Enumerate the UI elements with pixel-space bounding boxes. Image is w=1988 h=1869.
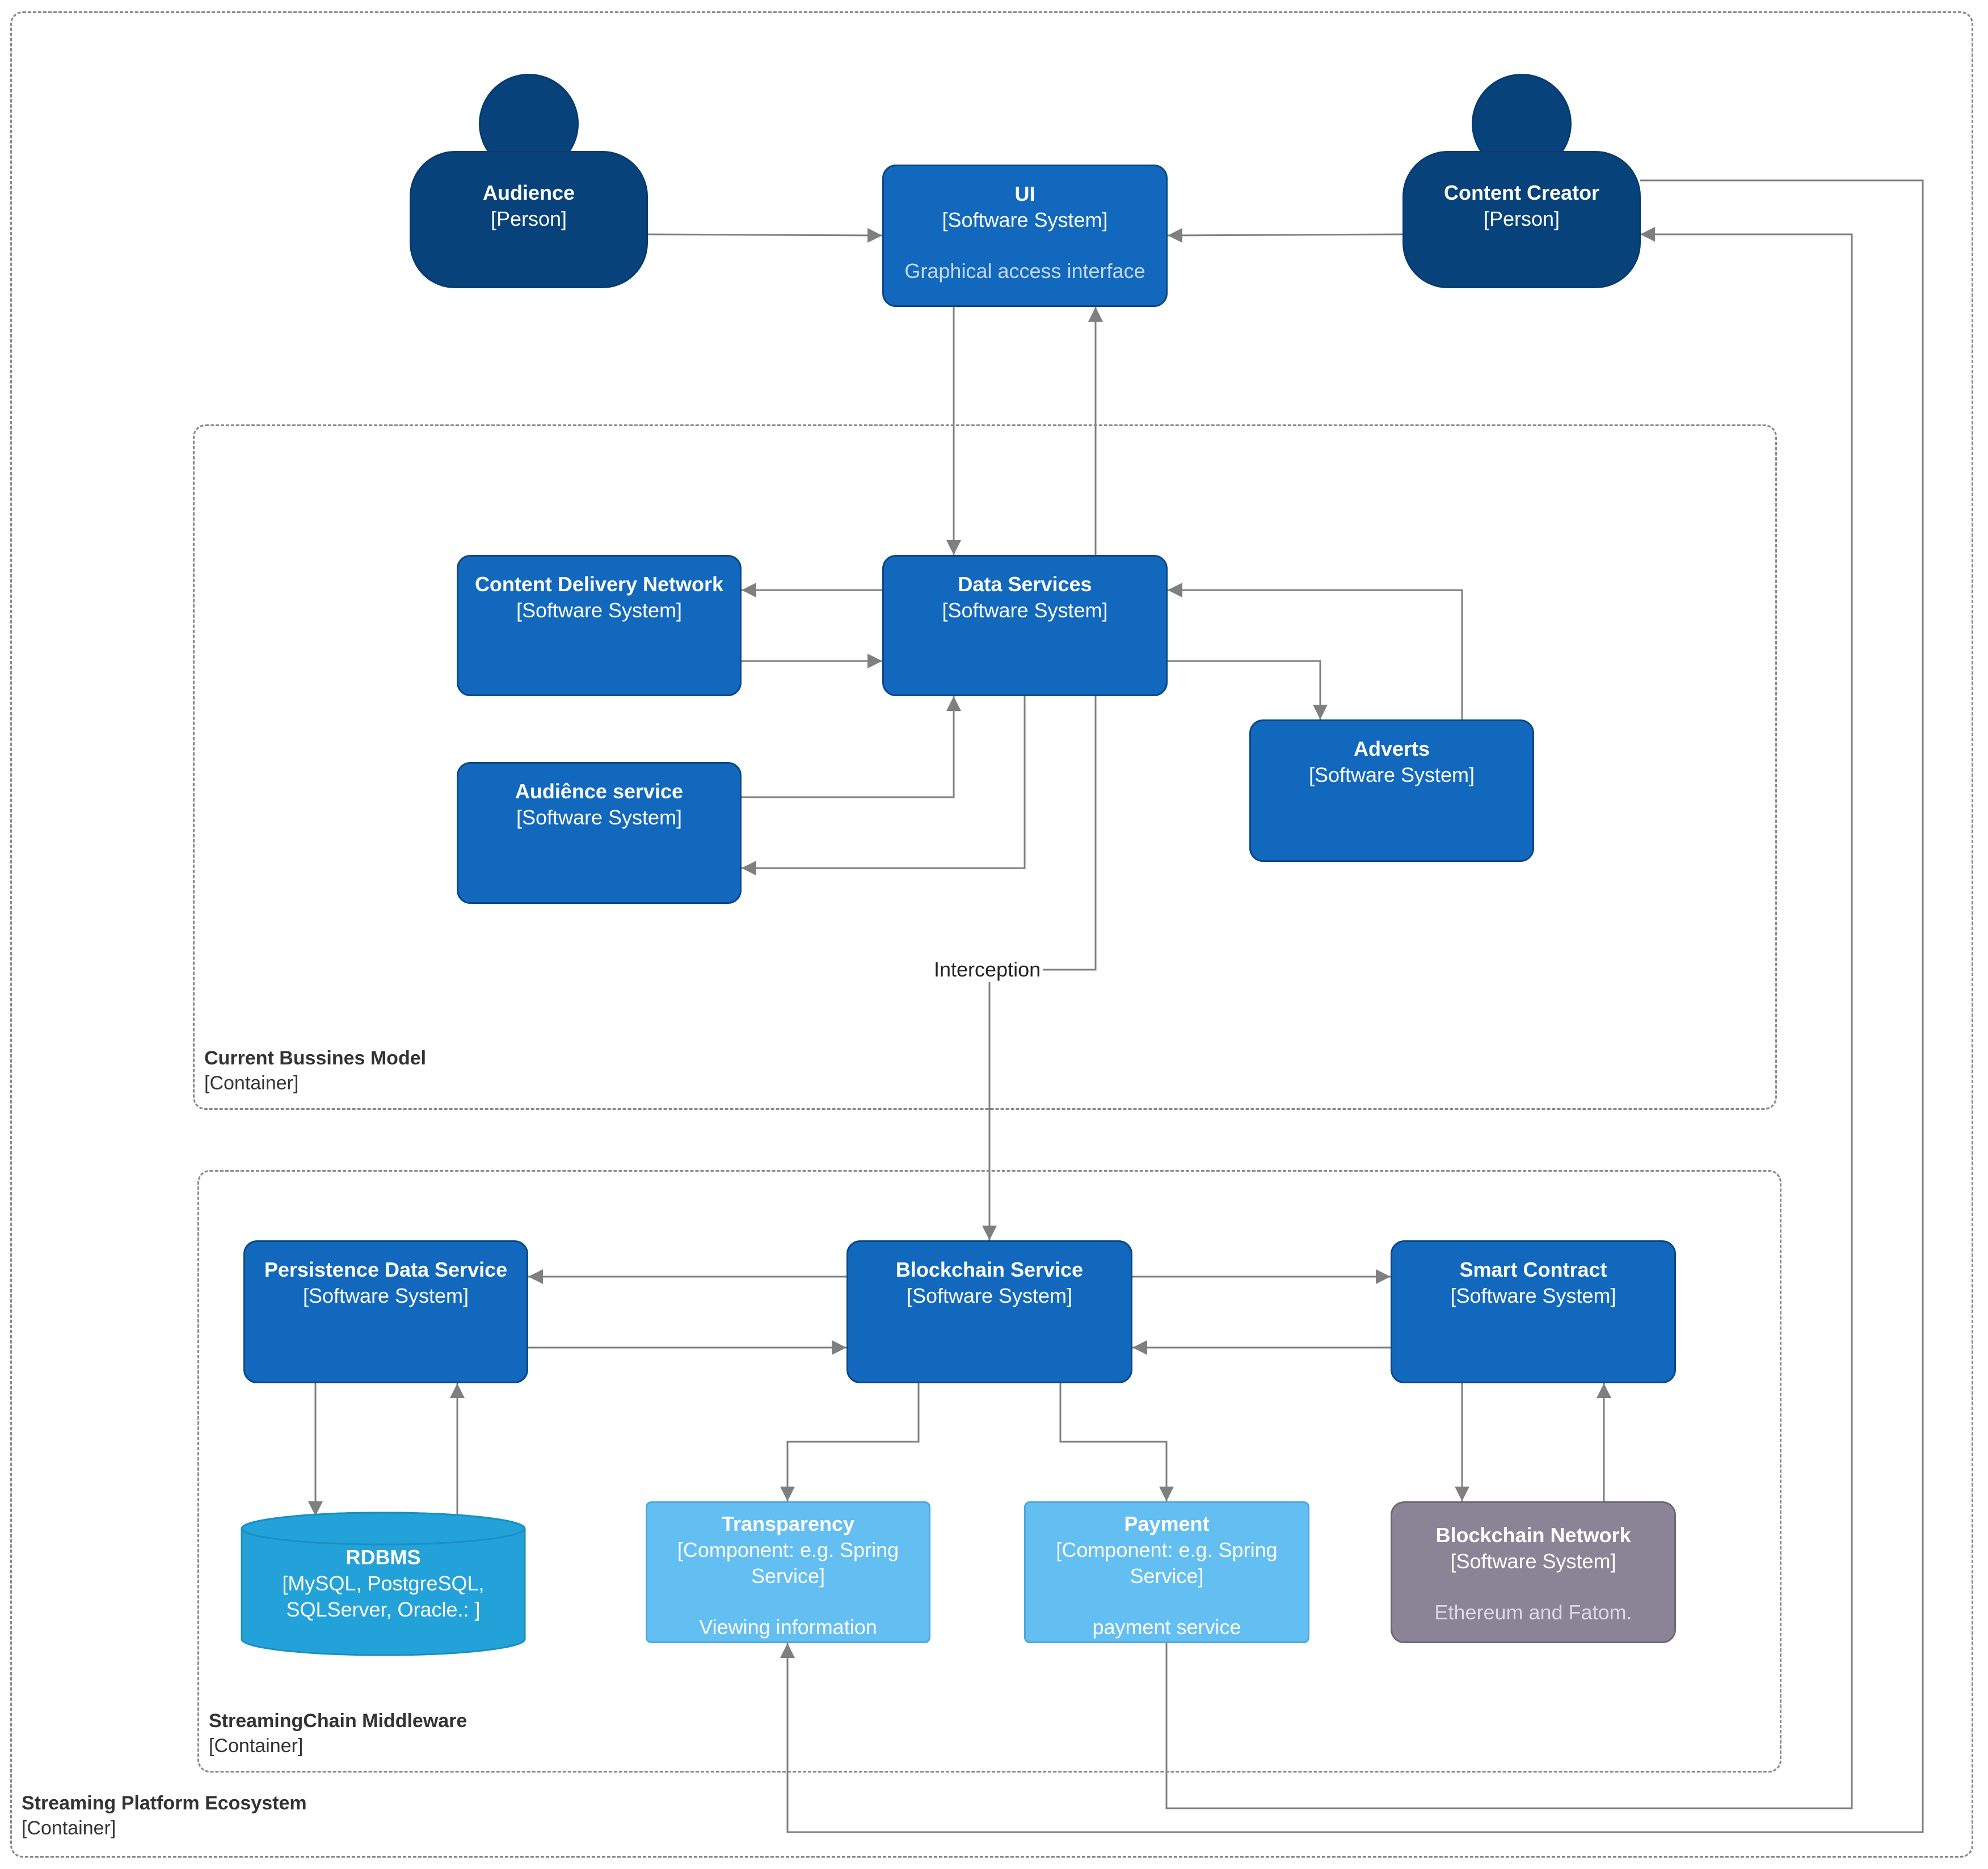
system-name: Blockchain Service (895, 1258, 1084, 1281)
system-type: [Software System] (302, 1284, 469, 1307)
system-type: [Software System] (1450, 1284, 1616, 1307)
person-name: Content Creator (1443, 181, 1599, 204)
business-boundary (193, 424, 1777, 1110)
system-type: [Software System] (1308, 763, 1475, 786)
arrow-data-services-to-adverts (1168, 660, 1328, 719)
arrow-blockchain-to-payment (1059, 1383, 1174, 1501)
arrow-audience-to-ui (647, 228, 883, 243)
business-boundary-label: Current Bussines Model [Container] (204, 1046, 426, 1096)
person-audience[interactable]: Audience [Person] (410, 74, 648, 288)
arrow-audience-service-to-data-services (742, 696, 961, 798)
system-blockchain-service[interactable]: Blockchain Service [Software System] (846, 1240, 1132, 1383)
system-name: Data Services (958, 573, 1092, 596)
ecosystem-type: [Container] (22, 1817, 116, 1839)
system-type: [Software System] (906, 1284, 1073, 1307)
database-tech-line-2: SQLServer, Oracle.: ] (286, 1598, 481, 1621)
database-name: RDBMS (346, 1546, 421, 1569)
database-tech-line-1: [MySQL, PostgreSQL, (282, 1572, 485, 1595)
system-name: Blockchain Network (1435, 1523, 1631, 1547)
system-ui[interactable]: UI [Software System] Graphical access in… (882, 165, 1168, 307)
component-transparency[interactable]: Transparency [Component: e.g. Spring Ser… (646, 1501, 930, 1643)
system-smart-contract[interactable]: Smart Contract [Software System] (1391, 1240, 1676, 1383)
arrow-data-services-to-audience-service (742, 696, 1026, 875)
arrow-creator-to-ui (1167, 228, 1404, 243)
system-type: [Software System] (942, 208, 1108, 231)
database-text: RDBMS [MySQL, PostgreSQL, SQLServer, Ora… (241, 1544, 526, 1623)
ecosystem-boundary (10, 11, 1973, 1858)
person-content-creator[interactable]: Content Creator [Person] (1402, 74, 1641, 288)
component-name: Payment (1124, 1512, 1210, 1535)
component-name: Transparency (721, 1512, 855, 1535)
system-type: [Software System] (1450, 1550, 1616, 1573)
component-type-line-2: Service] (751, 1564, 825, 1588)
person-name: Audience (482, 181, 575, 204)
system-content-delivery-network[interactable]: Content Delivery Network [Software Syste… (457, 555, 742, 696)
system-name: Smart Contract (1459, 1258, 1607, 1281)
system-name: Audiênce service (515, 780, 684, 803)
system-adverts[interactable]: Adverts [Software System] (1249, 719, 1534, 862)
middleware-title: StreamingChain Middleware (209, 1710, 467, 1732)
person-body: Audience [Person] (410, 151, 648, 288)
system-name: Content Delivery Network (474, 573, 724, 596)
system-type: [Software System] (516, 599, 683, 622)
component-type-line-2: Service] (1130, 1564, 1204, 1588)
system-name: UI (1014, 182, 1035, 205)
component-description: Viewing information (699, 1615, 877, 1639)
person-type: [Person] (490, 207, 567, 230)
arrow-blockchain-to-transparency (780, 1383, 920, 1501)
component-payment[interactable]: Payment [Component: e.g. Spring Service]… (1024, 1501, 1309, 1643)
system-name: Persistence Data Service (264, 1258, 508, 1281)
arrow-payment-to-creator (1165, 227, 1853, 1809)
ecosystem-title: Streaming Platform Ecosystem (22, 1792, 307, 1814)
business-title: Current Bussines Model (204, 1047, 427, 1069)
system-type: [Software System] (942, 599, 1108, 622)
ecosystem-boundary-label: Streaming Platform Ecosystem [Container] (22, 1791, 307, 1841)
system-blockchain-network[interactable]: Blockchain Network [Software System] Eth… (1391, 1501, 1676, 1643)
system-name: Adverts (1353, 737, 1430, 760)
component-type-line-1: [Component: e.g. Spring (1056, 1538, 1278, 1561)
interception-label: Interception (932, 957, 1043, 982)
person-type: [Person] (1483, 207, 1560, 230)
database-cylinder-icon (241, 1512, 526, 1656)
middleware-boundary (197, 1170, 1781, 1773)
middleware-boundary-label: StreamingChain Middleware [Container] (209, 1708, 467, 1758)
database-rdbms[interactable]: RDBMS [MySQL, PostgreSQL, SQLServer, Ora… (241, 1512, 526, 1656)
component-type-line-1: [Component: e.g. Spring (677, 1538, 899, 1561)
system-persistence-data-service[interactable]: Persistence Data Service [Software Syste… (243, 1240, 528, 1383)
business-type: [Container] (204, 1072, 299, 1094)
system-data-services[interactable]: Data Services [Software System] (882, 555, 1168, 696)
arrow-creator-to-transparency (780, 179, 1924, 1833)
system-description: Graphical access interface (904, 259, 1145, 283)
person-body: Content Creator [Person] (1402, 151, 1641, 288)
arrow-adverts-to-data-services (1168, 583, 1463, 719)
system-type: [Software System] (516, 806, 683, 829)
middleware-type: [Container] (209, 1735, 304, 1757)
system-audience-service[interactable]: Audiênce service [Software System] (457, 762, 742, 904)
system-description: Ethereum and Fatom. (1434, 1601, 1632, 1624)
component-description: payment service (1092, 1615, 1241, 1639)
